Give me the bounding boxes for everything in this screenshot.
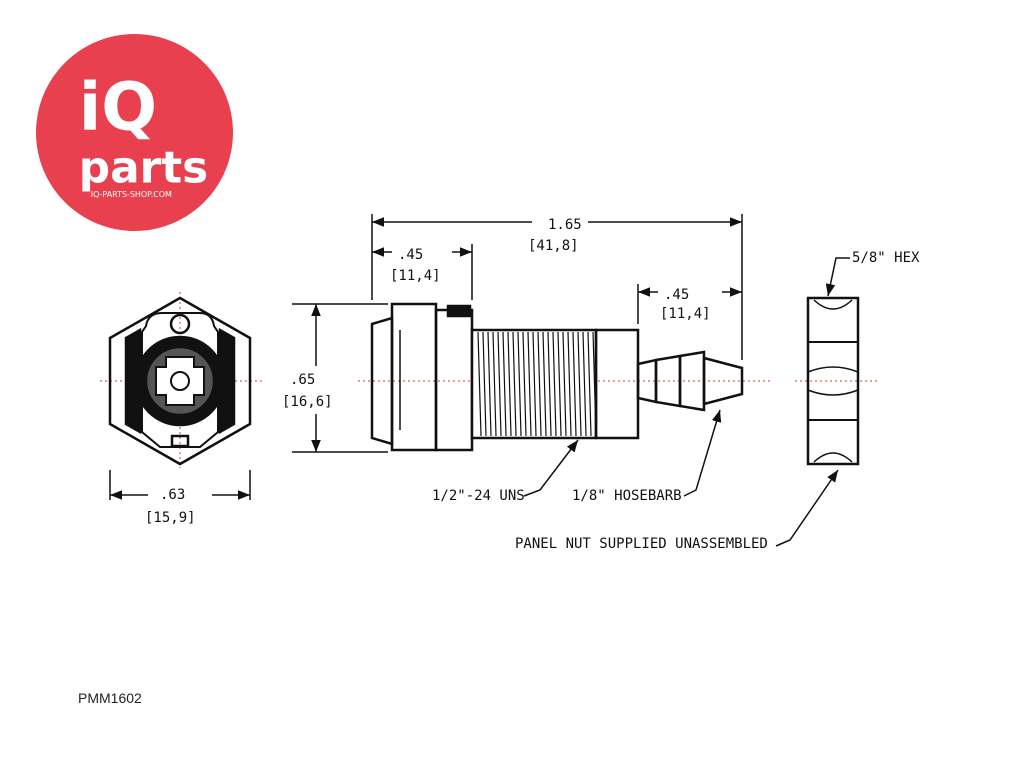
iq-parts-logo: iQ parts IQ-PARTS-SHOP.COM [35,33,234,232]
hex-callout: 5/8" HEX [852,250,920,266]
height-inch: .65 [290,372,315,388]
part-code: PMM1602 [78,690,142,706]
overall-length-mm: [41,8] [528,238,579,254]
panel-nut [806,296,860,466]
logo-parts-text: parts [79,142,208,193]
end-width-inch: .63 [160,487,185,503]
barb-length-mm: [11,4] [660,306,711,322]
logo-iq-text: iQ [79,70,157,146]
overall-length-inch: 1.65 [548,217,582,233]
thread-callout: 1/2"-24 UNS [432,488,525,504]
fitting-side-view [370,302,744,452]
end-width-mm: [15,9] [145,510,196,526]
height-mm: [16,6] [282,394,333,410]
panel-nut-callout: PANEL NUT SUPPLIED UNASSEMBLED [515,536,768,552]
hosebarb-callout: 1/8" HOSEBARB [572,488,682,504]
end-view [108,296,252,466]
barb-length-inch: .45 [664,287,689,303]
body-length-mm: [11,4] [390,268,441,284]
body-length-inch: .45 [398,247,423,263]
dimension-lines [109,214,850,547]
logo-url-text: IQ-PARTS-SHOP.COM [91,190,172,199]
